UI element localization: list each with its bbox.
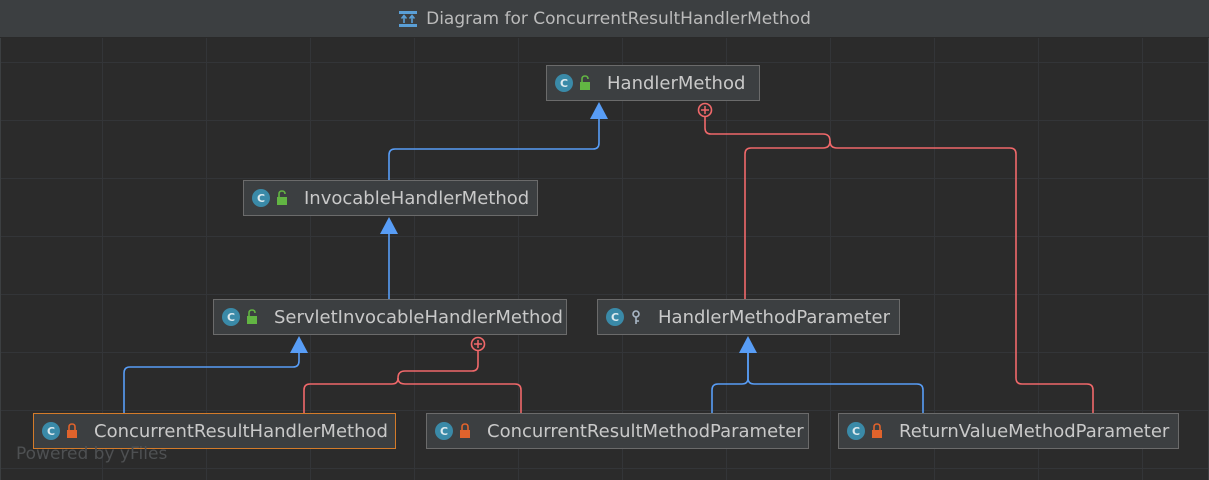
class-icon: C <box>435 422 453 440</box>
class-icon: C <box>847 422 865 440</box>
arrowhead-servlet <box>290 336 308 353</box>
arrowhead-hmp <box>739 336 757 353</box>
class-node-servlet-invocable-handler-method[interactable]: C ServletInvocableHandlerMethod <box>213 299 567 335</box>
public-visibility-icon <box>580 75 590 90</box>
private-visibility-icon <box>67 423 77 438</box>
private-visibility-icon <box>460 423 470 438</box>
edges-layer <box>123 102 1094 414</box>
package-visibility-icon <box>632 310 640 324</box>
class-icon: C <box>606 308 624 326</box>
class-node-handler-method[interactable]: C HandlerMethod <box>546 65 760 101</box>
edge-inner-concurrent-handler-to-servlet <box>303 350 479 414</box>
inner-class-marker-servlet <box>470 336 486 352</box>
edge-invocable-to-handler-method <box>388 118 600 181</box>
public-visibility-icon <box>277 190 287 205</box>
diagram-icon <box>399 10 418 27</box>
edge-concurrent-param-to-hmp <box>711 352 749 414</box>
class-node-concurrent-result-method-parameter[interactable]: C ConcurrentResultMethodParameter <box>426 413 809 449</box>
class-icon: C <box>222 308 240 326</box>
class-node-concurrent-result-handler-method[interactable]: C ConcurrentResultHandlerMethod <box>33 413 396 449</box>
window-titlebar: Diagram for ConcurrentResultHandlerMetho… <box>0 0 1209 38</box>
edge-return-value-param-to-hmp <box>747 352 924 414</box>
class-name: ConcurrentResultMethodParameter <box>487 420 804 442</box>
class-name: HandlerMethod <box>607 72 746 94</box>
edge-inner-hmp-to-handler-method <box>704 116 831 300</box>
class-name: ServletInvocableHandlerMethod <box>274 306 563 328</box>
window-title: Diagram for ConcurrentResultHandlerMetho… <box>426 8 811 29</box>
inner-class-marker-handler-method <box>697 102 713 118</box>
class-icon: C <box>42 422 60 440</box>
class-icon: C <box>252 189 270 207</box>
class-node-return-value-method-parameter[interactable]: C ReturnValueMethodParameter <box>838 413 1179 449</box>
class-node-invocable-handler-method[interactable]: C InvocableHandlerMethod <box>243 180 538 216</box>
public-visibility-icon <box>247 309 257 324</box>
class-name: InvocableHandlerMethod <box>304 187 530 209</box>
private-visibility-icon <box>872 423 882 438</box>
diagram-canvas[interactable]: C HandlerMethod C InvocableHandlerMethod… <box>0 38 1209 480</box>
class-node-handler-method-parameter[interactable]: C HandlerMethodParameter <box>597 299 900 335</box>
class-name: ConcurrentResultHandlerMethod <box>94 420 388 442</box>
yfiles-watermark: Powered by yFiles <box>16 444 168 464</box>
edge-inner-concurrent-param-to-servlet <box>397 377 522 414</box>
arrowhead-invocable <box>380 217 398 234</box>
class-name: ReturnValueMethodParameter <box>899 420 1170 442</box>
edge-concurrent-handler-to-servlet <box>123 352 300 414</box>
arrowhead-handler-method <box>590 102 608 119</box>
class-name: HandlerMethodParameter <box>658 306 891 328</box>
class-icon: C <box>555 74 573 92</box>
edge-inner-return-value-to-handler-method <box>829 140 1094 414</box>
